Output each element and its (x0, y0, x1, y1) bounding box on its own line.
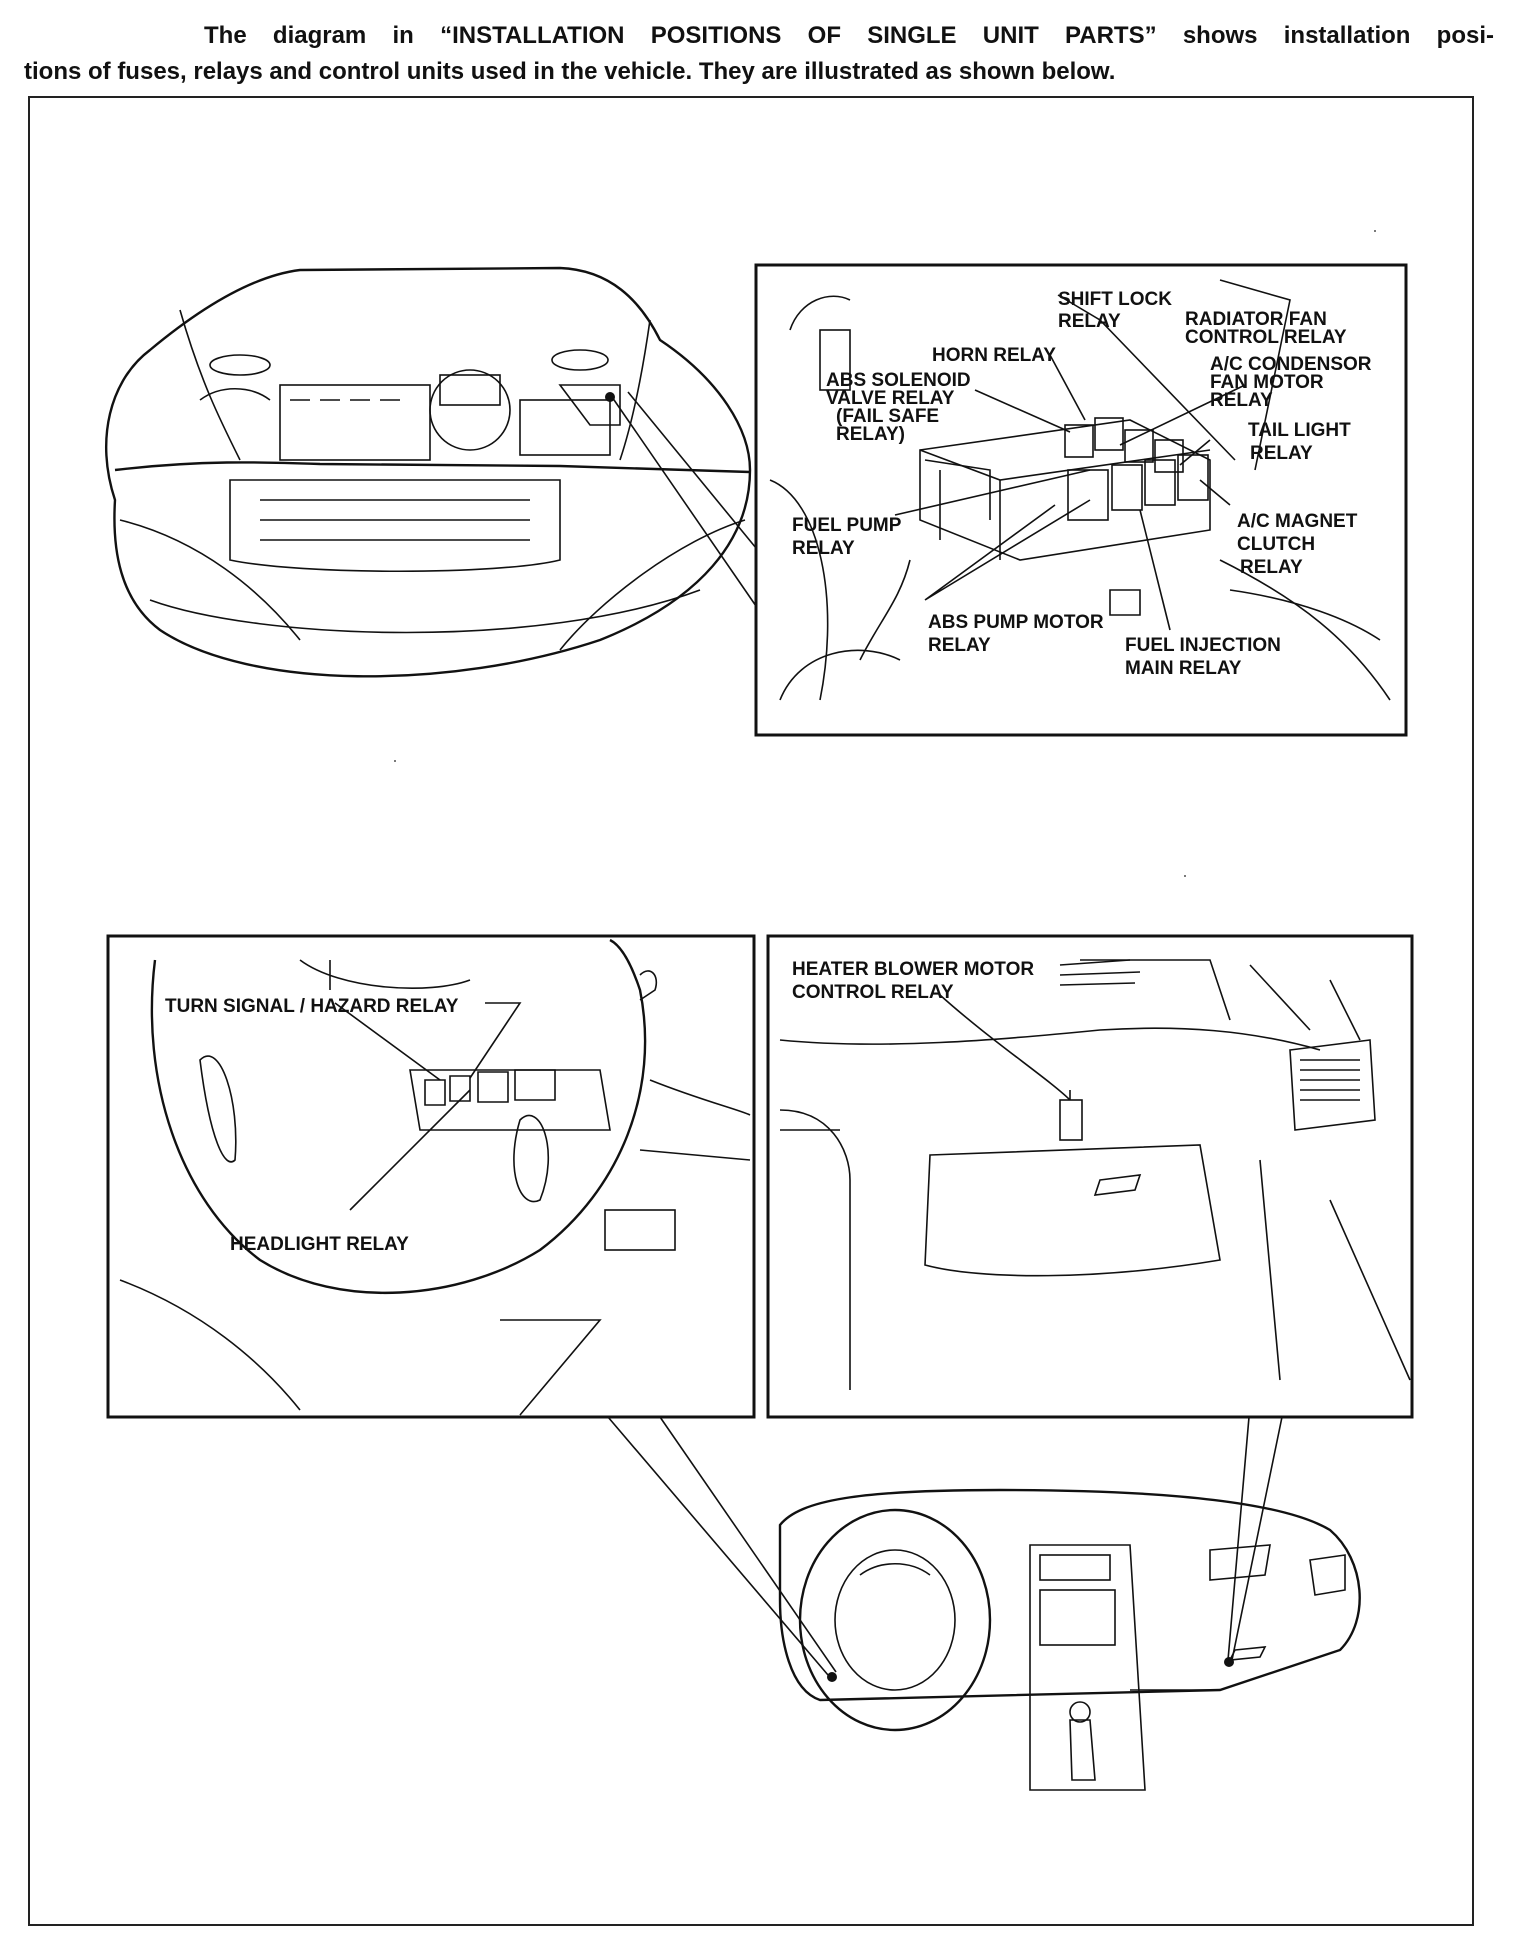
svg-text:RELAY: RELAY (1240, 557, 1303, 578)
svg-text:FAN MOTOR: FAN MOTOR (1210, 372, 1324, 393)
svg-text:CONTROL RELAY: CONTROL RELAY (792, 982, 954, 1003)
svg-text:MAIN RELAY: MAIN RELAY (1125, 658, 1242, 679)
svg-text:VALVE RELAY: VALVE RELAY (826, 388, 955, 409)
svg-text:RELAY: RELAY (1250, 443, 1313, 464)
label-ac-magnet: A/C MAGNET (1237, 511, 1358, 532)
engine-relay-box-labels: SHIFT LOCK RELAY RADIATOR FAN CONTROL RE… (792, 289, 1372, 679)
intro-line-1: The diagram in “INSTALLATION POSITIONS O… (204, 22, 1494, 49)
engine-relay-box-illustration (769, 295, 1391, 701)
svg-text:RELAY): RELAY) (836, 424, 905, 445)
label-abs-pump-motor: ABS PUMP MOTOR (928, 612, 1104, 633)
svg-text:(FAIL SAFE: (FAIL SAFE (836, 406, 939, 427)
steering-illustration (119, 938, 751, 1416)
heater-relay-leader (939, 994, 1071, 1101)
label-horn-relay: HORN RELAY (932, 345, 1056, 366)
label-tail-light: TAIL LIGHT (1248, 420, 1351, 441)
svg-text:CLUTCH: CLUTCH (1237, 534, 1315, 555)
svg-text:RELAY: RELAY (1058, 311, 1121, 332)
dashboard-leaders (607, 1416, 1283, 1676)
engine-relay-box-panel (754, 263, 1408, 737)
label-turn-signal-hazard-relay: TURN SIGNAL / HAZARD RELAY (165, 996, 459, 1017)
dashboard-illustration (778, 1488, 1361, 1791)
label-abs-solenoid: ABS SOLENOID (826, 370, 971, 391)
glovebox-illustration (779, 959, 1411, 1390)
label-ac-condensor: A/C CONDENSOR (1210, 354, 1372, 375)
label-headlight-relay: HEADLIGHT RELAY (230, 1234, 409, 1255)
scan-specks (394, 230, 1376, 877)
label-fuel-pump: FUEL PUMP (792, 515, 902, 536)
svg-text:RELAY: RELAY (928, 635, 991, 656)
svg-text:RELAY: RELAY (1210, 390, 1273, 411)
label-fuel-injection: FUEL INJECTION (1125, 635, 1281, 656)
label-shift-lock: SHIFT LOCK (1058, 289, 1172, 310)
diagram-frame (28, 96, 1474, 1926)
engine-relay-box-leaders (894, 279, 1291, 631)
intro-text: The diagram in “INSTALLATION POSITIONS O… (24, 18, 1494, 90)
engine-bay-illustration (104, 266, 757, 678)
label-radiator-fan: RADIATOR FAN (1185, 309, 1327, 330)
glovebox-relay-panel (766, 934, 1414, 1419)
svg-text:RELAY: RELAY (792, 538, 855, 559)
steering-leaders (334, 1002, 522, 1211)
intro-line-2: tions of fuses, relays and control units… (24, 58, 1116, 85)
svg-text:CONTROL RELAY: CONTROL RELAY (1185, 327, 1347, 348)
label-heater-blower-motor: HEATER BLOWER MOTOR (792, 959, 1034, 980)
steering-relay-panel (106, 934, 756, 1419)
